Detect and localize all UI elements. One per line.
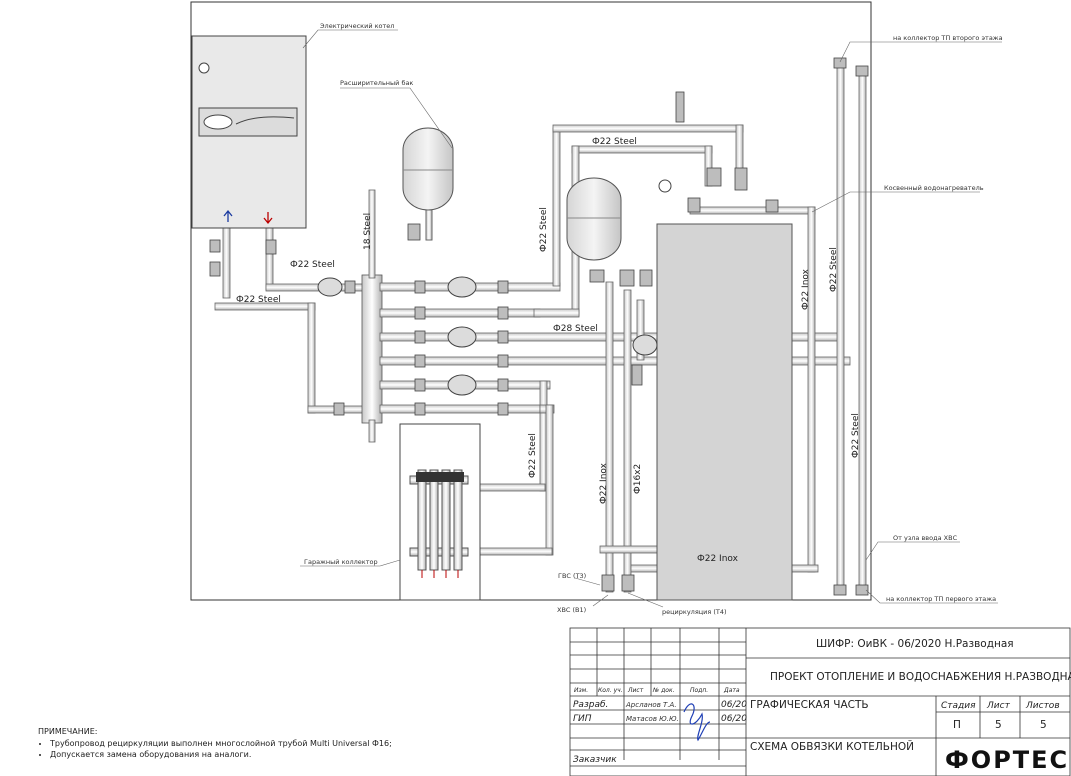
label-recirculation: рециркуляция (Т4) (662, 608, 727, 616)
pipe-label: Ф22 Inox (801, 268, 811, 310)
label-garage-collector: Гаражный коллектор (304, 558, 378, 566)
title-block-header: № док. (652, 687, 675, 694)
title-block-role: ГИП (573, 714, 592, 724)
title-block-header: Подп. (690, 687, 708, 694)
title-block-project: ПРОЕКТ ОТОПЛЕНИЕ И ВОДОСНАБЖЕНИЯ Н.РАЗВО… (770, 671, 1071, 683)
title-block-role: Разраб. (573, 700, 608, 710)
pipe-label: Ф22 Steel (829, 247, 839, 292)
pipe-label: Ф22 Steel (290, 260, 335, 270)
label-cold-water: ХВС (В1) (557, 606, 586, 614)
label-hot-water: ГВС (Т3) (558, 572, 586, 580)
title-block-sheet-header: Лист (986, 701, 1011, 711)
title-block-person: Арсланов Т.А. (625, 701, 677, 709)
title-block-stage-header: Стадия (941, 701, 976, 711)
pressure-gauge (658, 179, 672, 193)
company-logo: ФОРТЕС (945, 746, 1069, 774)
title-block-header: Лист (627, 687, 644, 694)
label-to-collector-2nd: на коллектор ТП второго этажа (893, 34, 1003, 42)
title-block-header: Дата (723, 687, 740, 694)
leader-lines (300, 29, 1002, 608)
title-block-sheet: 5 (995, 719, 1002, 731)
title-block-stage: П (953, 719, 961, 731)
expansion-tank (402, 127, 454, 241)
valves (209, 57, 869, 596)
pipe-label: Ф16х2 (633, 464, 643, 494)
title-block-person: Матасов Ю.Ю. (626, 715, 679, 723)
pipe-label: Ф22 Steel (592, 137, 637, 147)
notes-list: Трубопровод рециркуляции выполнен многос… (38, 738, 392, 760)
pipe-label: Ф22 Inox (697, 554, 739, 564)
garage-collector (399, 423, 481, 601)
label-to-collector-1st: на коллектор ТП первого этажа (886, 595, 996, 603)
pipe-label: 18 Steel (363, 213, 373, 250)
circulation-pumps (317, 276, 658, 396)
hydraulic-header (361, 274, 383, 424)
pipe-label: Ф22 Steel (528, 433, 538, 478)
indirect-water-heater (656, 223, 793, 601)
note-item: Допускается замена оборудования на анало… (50, 749, 392, 760)
signature-icon (683, 703, 711, 742)
title-block-date: 06/20 (721, 714, 747, 724)
drawing-frame (190, 1, 872, 601)
title-block-code: ШИФР: ОиВК - 06/2020 Н.Разводная (816, 638, 1014, 650)
note-item: Трубопровод рециркуляции выполнен многос… (50, 738, 392, 749)
expansion-tank-2 (566, 177, 622, 261)
title-block-header: Изм. (574, 687, 588, 694)
title-block-sheets: 5 (1040, 719, 1047, 731)
notes-title: ПРИМЕЧАНИЕ: (38, 727, 98, 736)
title-block-part: ГРАФИЧЕСКАЯ ЧАСТЬ (750, 699, 869, 711)
title-block-customer: Заказчик (573, 755, 617, 765)
pipe-label: Ф22 Steel (539, 207, 549, 252)
pipe-label: Ф28 Steel (553, 324, 598, 334)
label-indirect-heater: Косвенный водонагреватель (884, 184, 984, 192)
pipe-label: Ф22 Inox (599, 462, 609, 504)
title-block-sheets-header: Листов (1025, 701, 1060, 711)
pipe-label: Ф22 Steel (851, 413, 861, 458)
title-block-date: 06/20 (721, 700, 747, 710)
title-block-sheet-title: СХЕМА ОБВЯЗКИ КОТЕЛЬНОЙ (750, 740, 914, 753)
title-block-header: Кол. уч. (598, 687, 623, 694)
label-expansion-tank: Расширительный бак (340, 79, 413, 87)
label-boiler: Электрический котел (320, 22, 394, 30)
pipe-label: Ф22 Steel (236, 295, 281, 305)
electric-boiler (191, 35, 307, 229)
label-from-cold-water: От узла ввода ХВС (893, 534, 958, 542)
title-block (569, 627, 1071, 776)
